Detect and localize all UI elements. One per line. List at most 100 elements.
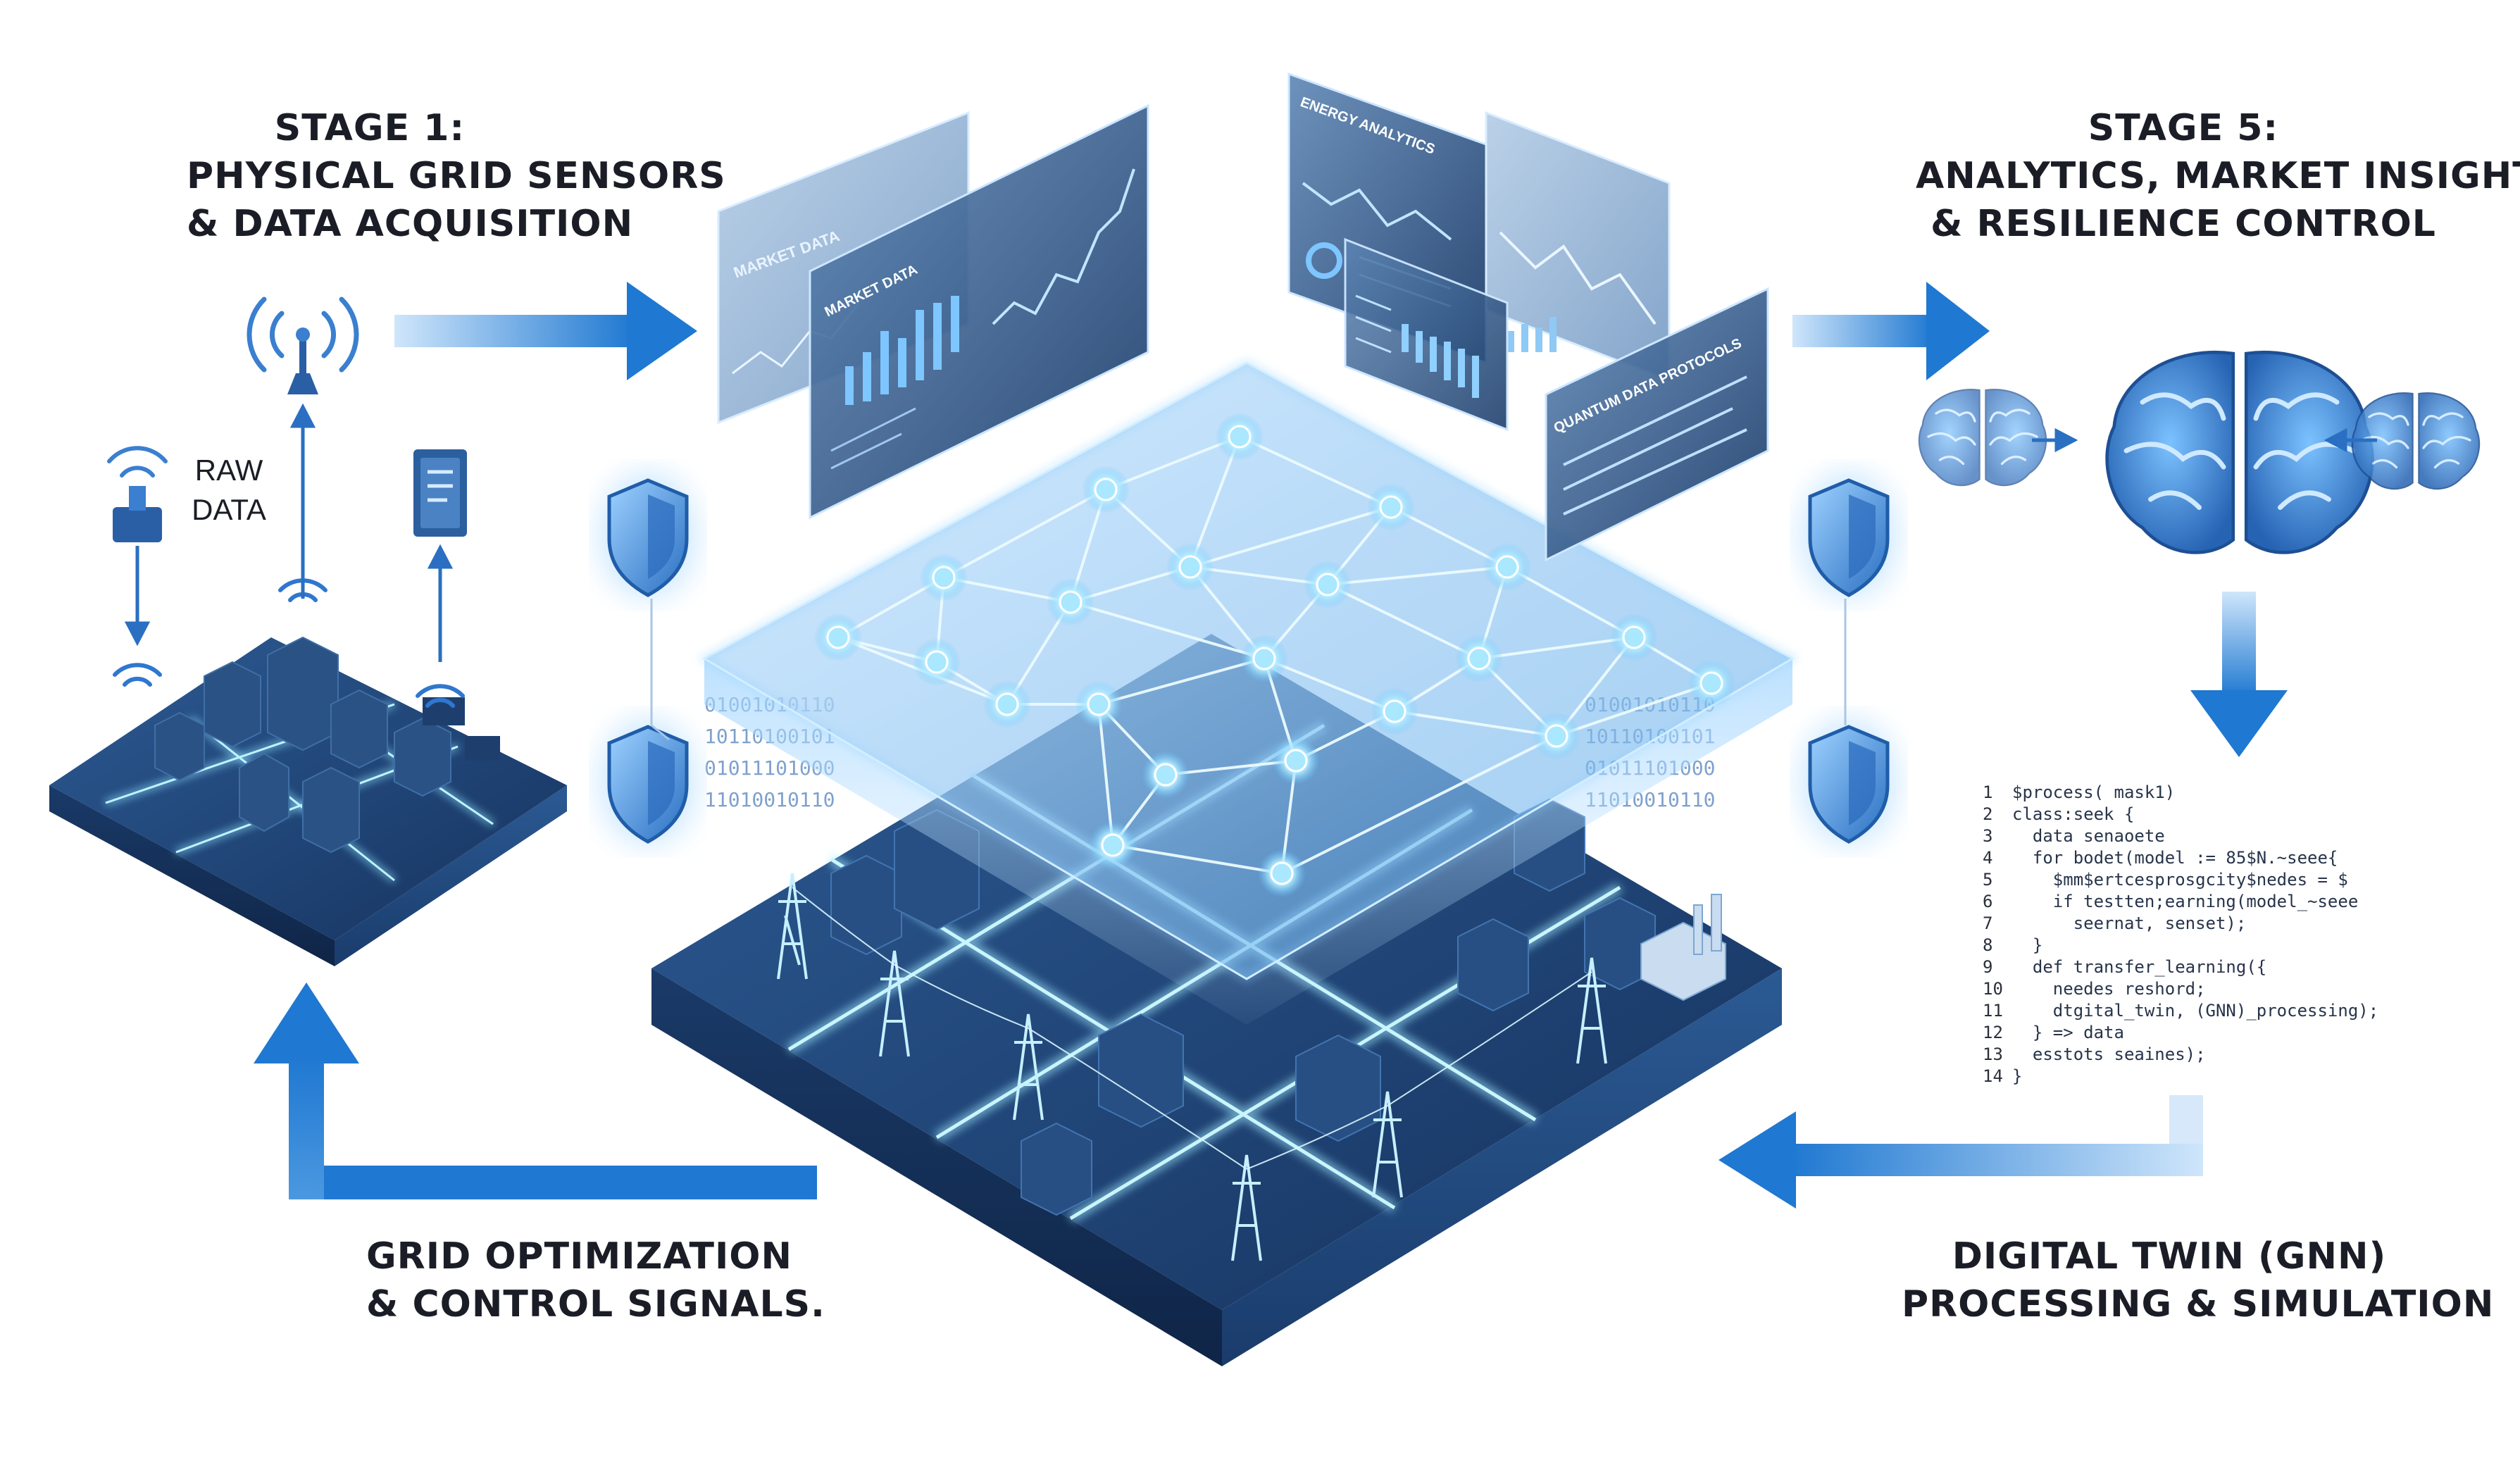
market-data-chart-panel: MARKET DATA (809, 104, 1149, 520)
brain-icon (2351, 392, 2481, 490)
code-line: 1 $process( mask1) (1983, 782, 2378, 804)
line-number: 13 (1983, 1044, 2003, 1064)
graph-node (983, 680, 1031, 728)
stage1-title: STAGE 1: (274, 107, 466, 149)
stage5-title: STAGE 5: (2088, 107, 2279, 149)
line-number: 4 (1983, 848, 1993, 868)
raw-data-line: DATA (192, 493, 266, 526)
line-number: 2 (1983, 804, 1993, 824)
graph-node (1089, 821, 1137, 869)
raw-data-label: RAW DATA (183, 451, 275, 530)
graph-node (1533, 712, 1580, 760)
code-text: for bodet(model := 85$N.~seee{ (2012, 848, 2338, 868)
line-number: 9 (1983, 957, 1993, 977)
metrics-panel (1344, 237, 1509, 432)
graph-node (1240, 635, 1288, 682)
shield-icon (1799, 472, 1898, 599)
line-number: 8 (1983, 935, 1993, 955)
graph-edge (1239, 435, 1392, 508)
grid-optimization-label: GRID OPTIMIZATION & CONTROL SIGNALS. (366, 1233, 825, 1328)
shield-group (599, 472, 1898, 845)
analytics-side-panel (1485, 111, 1671, 382)
graph-edge (1478, 636, 1635, 660)
graph-node (913, 638, 961, 686)
code-line: 10 needes reshord; (1983, 978, 2378, 1000)
graph-edge (1394, 710, 1557, 737)
code-line: 13 esstots seaines); (1983, 1044, 2378, 1066)
graph-node (1166, 543, 1214, 591)
code-text: def transfer_learning({ (2012, 957, 2267, 977)
graph-node (1367, 483, 1415, 531)
line-number: 12 (1983, 1023, 2003, 1042)
line-number: 11 (1983, 1001, 2003, 1021)
graph-node (1272, 737, 1320, 785)
code-line: 4 for bodet(model := 85$N.~seee{ (1983, 847, 2378, 869)
power-pylon-icon (777, 873, 1607, 1261)
digital-twin-label: DIGITAL TWIN (GNN) PROCESSING & SIMULATI… (1902, 1233, 2495, 1328)
graph-node (1483, 543, 1531, 591)
raw-data-flow-arrows (124, 403, 454, 662)
line-number: 1 (1983, 782, 1993, 802)
line-number: 3 (1983, 826, 1993, 846)
arrow-to-dashboards (394, 282, 697, 380)
document-icon (413, 449, 467, 537)
code-line: 14} (1983, 1066, 2378, 1087)
code-text: if testten;earning(model_~seee (2012, 892, 2359, 911)
code-line: 8 } (1983, 935, 2378, 956)
graph-node (1258, 849, 1306, 897)
code-line: 9 def transfer_learning({ (1983, 956, 2378, 978)
code-text: needes reshord; (2012, 979, 2206, 999)
line-number: 7 (1983, 913, 1993, 933)
graph-node (1047, 578, 1094, 626)
graph-node (1075, 680, 1123, 728)
graph-node (814, 613, 862, 661)
shield-icon (599, 718, 697, 845)
code-text: dtgital_twin, (GNN)_processing); (2012, 1001, 2379, 1021)
graph-edge (1105, 435, 1240, 491)
graph-node (920, 554, 968, 601)
brain-group (1918, 351, 2481, 554)
graph-edge (1281, 735, 1557, 875)
graph-edge (1112, 844, 1283, 875)
graph-edge (1556, 682, 1712, 737)
code-line: 5 $mm$ertcesprosgcity$nedes = $ (1983, 869, 2378, 891)
code-text: $mm$ertcesprosgcity$nedes = $ (2012, 870, 2348, 890)
quantum-protocols-panel: QUANTUM DATA PROTOCOLS (1545, 287, 1769, 562)
sensor-tower-icon (107, 446, 168, 542)
graph-edge (1070, 601, 1265, 660)
code-text: } => data (2012, 1023, 2124, 1042)
graph-edge (1190, 506, 1392, 568)
stage1-label: STAGE 1: PHYSICAL GRID SENSORS & DATA AC… (187, 104, 726, 248)
line-number: 6 (1983, 892, 1993, 911)
shield-icon (599, 472, 697, 599)
binary-row: 11010010110 (704, 788, 835, 811)
line-number: 5 (1983, 870, 1993, 890)
graph-node (1455, 635, 1503, 682)
code-text: $process( mask1) (2012, 782, 2176, 802)
graph-node (1216, 413, 1264, 461)
stage5-line: & RESILIENCE CONTROL (1930, 203, 2436, 245)
brain-icon (1918, 389, 2047, 487)
graph-edge (1327, 566, 1508, 586)
stage5-line: ANALYTICS, MARKET INSIGHTS (1916, 155, 2520, 197)
line-number: 14 (1983, 1066, 2003, 1086)
arrow-down-to-code (2190, 592, 2288, 757)
graph-edge (943, 488, 1106, 579)
stage1-line: & DATA ACQUISITION (187, 203, 634, 245)
stage5-label: STAGE 5: ANALYTICS, MARKET INSIGHTS & RE… (1916, 104, 2520, 248)
shield-icon (1799, 718, 1898, 845)
stage1-line: PHYSICAL GRID SENSORS (187, 155, 726, 197)
graph-edge (1507, 566, 1635, 639)
sensor-city-tile (49, 636, 567, 966)
code-line: 7 seernat, senset); (1983, 913, 2378, 935)
arrow-back-to-twin (1719, 1095, 2203, 1209)
line-number: 10 (1983, 979, 2003, 999)
code-text: seernat, senset); (2012, 913, 2247, 933)
digital-twin-line: PROCESSING & SIMULATION (1902, 1283, 2495, 1325)
graph-edge (1098, 657, 1265, 706)
code-line: 6 if testten;earning(model_~seee (1983, 891, 2378, 913)
brain-icon (2105, 351, 2374, 554)
arrow-control-signals (254, 982, 817, 1199)
digital-twin-line: DIGITAL TWIN (GNN) (1952, 1235, 2387, 1278)
